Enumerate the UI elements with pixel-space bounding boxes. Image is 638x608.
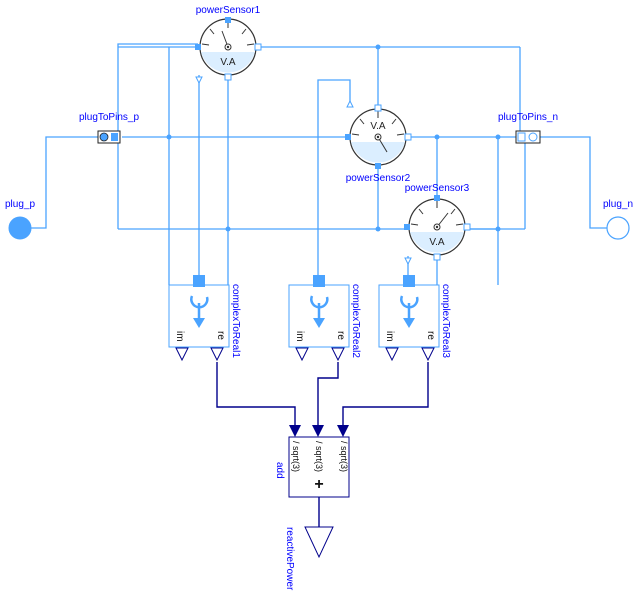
wire-plug-n: [540, 136, 610, 229]
port-nv[interactable]: [224, 73, 232, 81]
junction-dot: [375, 44, 381, 50]
add-input-3-label: / sqrt(3): [339, 441, 349, 472]
port-im-label: im: [294, 331, 305, 342]
sensor-text: V.A: [220, 57, 236, 68]
complex-to-real-1-label: complexToReal1: [230, 284, 241, 358]
port-pc[interactable]: [195, 44, 201, 50]
add-block[interactable]: / sqrt(3) / sqrt(3) / sqrt(3) + add: [274, 425, 350, 527]
power-sensor-3-label: powerSensor3: [405, 183, 470, 194]
add-label: add: [274, 462, 285, 479]
junction-dot: [166, 134, 172, 140]
power-sensor-1-label: powerSensor1: [196, 5, 261, 16]
plug-to-pins-n-label: plugToPins_n: [498, 112, 558, 123]
port-im-label: im: [384, 331, 395, 342]
complex-to-real-3[interactable]: im re complexToReal3: [378, 275, 451, 362]
wire-top-bus: [117, 43, 198, 47]
port-re-label: re: [425, 331, 436, 340]
port-pc[interactable]: [404, 224, 410, 230]
junction-dot: [495, 134, 501, 140]
port-pv[interactable]: [375, 163, 381, 169]
junction-dot: [375, 226, 381, 232]
port-pv[interactable]: [434, 195, 440, 201]
port-power-out[interactable]: [346, 99, 354, 108]
complex-to-real-3-label: complexToReal3: [440, 284, 451, 358]
port-nv[interactable]: [374, 104, 382, 112]
reactive-power-label: reactivePower: [284, 527, 295, 591]
port-re-label: re: [215, 331, 226, 340]
add-input-1-label: / sqrt(3): [291, 441, 301, 472]
port-nc[interactable]: [404, 133, 412, 141]
port-power-out[interactable]: [404, 257, 412, 266]
power-sensor-1[interactable]: V.A powerSensor1: [195, 5, 262, 85]
wire-s2-vp: [317, 79, 351, 275]
plug-to-pins-p-label: plugToPins_p: [79, 112, 139, 123]
junction-dot: [495, 226, 501, 232]
complex-to-real-2-label: complexToReal2: [350, 284, 361, 358]
signal-wire-2: [317, 362, 339, 425]
plug-to-pins-n[interactable]: plugToPins_n: [498, 112, 558, 144]
plug-p[interactable]: plug_p: [5, 199, 35, 240]
power-sensor-2-label: powerSensor2: [346, 173, 411, 184]
port-pc[interactable]: [345, 134, 351, 140]
plug-p-label: plug_p: [5, 199, 35, 210]
plug-to-pins-p[interactable]: plugToPins_p: [79, 112, 139, 144]
power-sensor-2[interactable]: V.A powerSensor2: [345, 99, 412, 184]
signal-wires: [216, 362, 429, 425]
electrical-wires: [20, 20, 610, 285]
port-nc[interactable]: [463, 223, 471, 231]
complex-to-real-1[interactable]: im re complexToReal1: [168, 275, 241, 362]
junction-dot: [225, 226, 231, 232]
port-nc[interactable]: [254, 43, 262, 51]
add-input-2-label: / sqrt(3): [314, 441, 324, 472]
port-power-out[interactable]: [195, 76, 203, 85]
wire-plug-p: [20, 136, 98, 229]
port-im-label: im: [174, 331, 185, 342]
add-symbol: +: [314, 476, 323, 493]
port-re-label: re: [335, 331, 346, 340]
port-nv[interactable]: [433, 253, 441, 261]
sensor-text: V.A: [429, 237, 445, 248]
sensor-text: V.A: [370, 121, 386, 132]
port-pv[interactable]: [225, 17, 231, 23]
signal-wire-1: [216, 362, 296, 425]
junction-dot: [434, 134, 440, 140]
plug-n-label: plug_n: [603, 199, 633, 210]
signal-wire-3: [342, 362, 429, 425]
complex-to-real-2[interactable]: im re complexToReal2: [288, 275, 361, 362]
power-sensor-3[interactable]: V.A powerSensor3: [404, 183, 471, 266]
reactive-power-output[interactable]: reactivePower: [284, 526, 334, 591]
plug-n[interactable]: plug_n: [603, 199, 633, 240]
